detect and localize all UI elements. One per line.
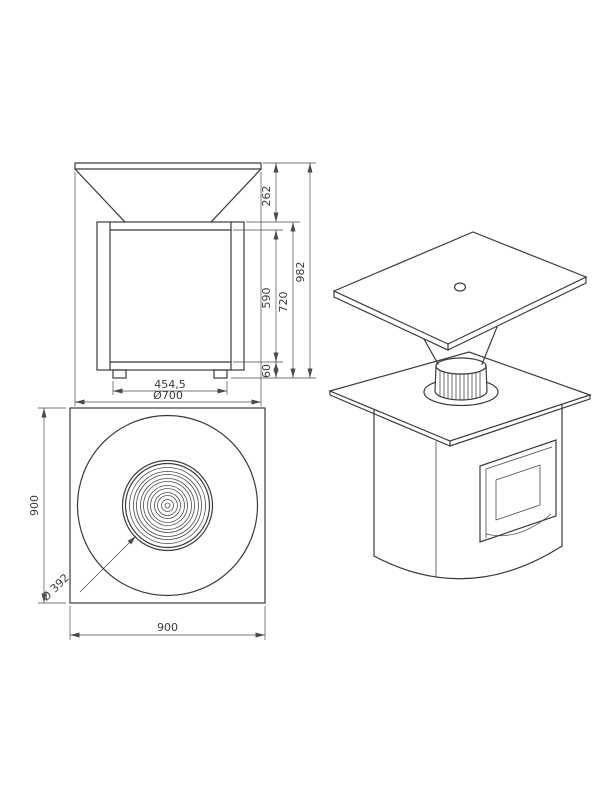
- dim-label-opening-height: 590: [260, 288, 273, 309]
- base-cylinder: [373, 403, 563, 580]
- collar-ring: [434, 357, 488, 401]
- dim-label-base-height: 720: [277, 292, 290, 313]
- extension-lines-front: [74, 162, 316, 406]
- dim-label-feet-spacing: 454,5: [154, 378, 186, 391]
- dimension-plan-width-left: 900: [28, 408, 47, 603]
- top-plate: [332, 231, 588, 351]
- dimension-opening-height: 590: [260, 230, 279, 362]
- dimension-feet-height: 60: [260, 362, 279, 378]
- dimension-plan-width-bottom: 900: [70, 621, 265, 638]
- dim-label-cone-height: 262: [260, 186, 273, 207]
- dimension-cone-height: 262: [260, 163, 279, 222]
- dim-label-total-height: 982: [294, 262, 307, 283]
- dimension-feet-spacing: 454,5: [113, 378, 227, 394]
- plan-view: Ø 392 900 900: [28, 407, 266, 640]
- dim-label-plan-width-left: 900: [28, 495, 41, 516]
- dim-label-plan-width-bottom: 900: [157, 621, 178, 634]
- collar-ribs: [439, 370, 481, 400]
- dim-label-feet-height: 60: [260, 364, 273, 378]
- dimension-total-height: 982: [294, 163, 313, 378]
- storage-opening: [479, 439, 557, 543]
- top-plate-center-hole: [453, 282, 467, 292]
- plan-square-outline: [69, 407, 266, 604]
- feet: [112, 369, 228, 379]
- bowl-funnel: [423, 326, 498, 365]
- base-body-outline: [96, 221, 245, 371]
- extension-lines-plan: [38, 407, 266, 640]
- bowl-cone-outline: [74, 162, 262, 223]
- dim-label-bowl-diameter: Ø700: [153, 389, 183, 402]
- front-elevation-view: 262 590 60 720 982 454,5 Ø700: [74, 162, 316, 406]
- grill-grate-rings: [121, 459, 214, 552]
- dimension-base-height: 720: [277, 222, 296, 378]
- isometric-view: [328, 231, 592, 580]
- dimension-bowl-diameter: Ø700: [75, 389, 261, 405]
- plan-bowl-circle: [76, 414, 259, 597]
